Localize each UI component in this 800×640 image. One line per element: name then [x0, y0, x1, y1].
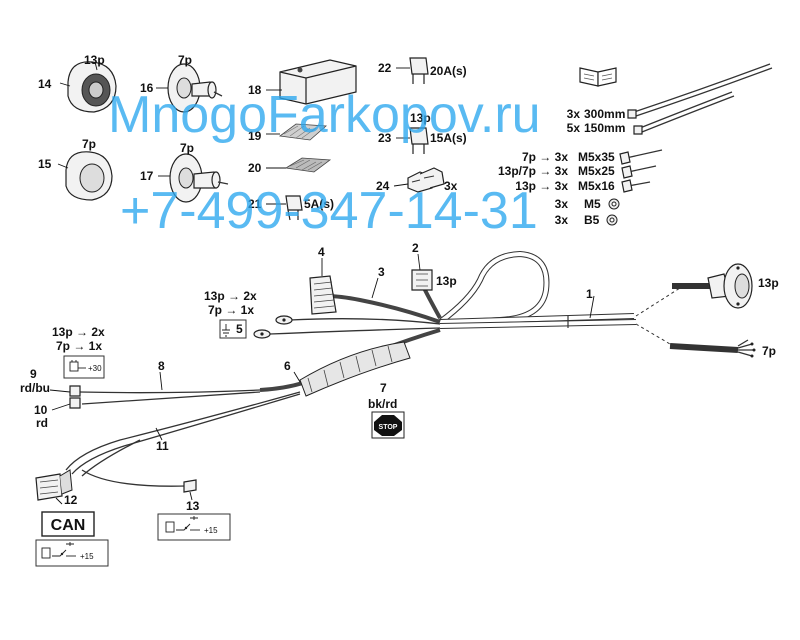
hardware-qty-0: 3x [567, 107, 581, 121]
can-bus-label: CAN [51, 517, 86, 534]
fuse-20a [396, 57, 429, 84]
ground-13p-count: 13p → 2x [204, 289, 257, 303]
fuse-holder-quantity: 3x [444, 179, 458, 193]
part-number-17: 17 [140, 169, 154, 183]
socket-13p [59, 61, 117, 113]
fuse-21-rating: 5A(s) [304, 197, 334, 211]
hardware-qty-5: 3x [555, 197, 569, 211]
fuse-holder-clips [393, 167, 445, 193]
watermark-phone: +7-499-347-14-31 [120, 182, 538, 240]
part-number-10: 10 [34, 403, 48, 417]
part-number-11: 11 [156, 439, 169, 453]
foam-pad [266, 157, 332, 173]
part-number-4: 4 [318, 245, 325, 259]
mounting-plate-7p-a [156, 63, 223, 113]
connector-2-pin-count: 13p [436, 274, 457, 288]
plus15-label-can: +15 [80, 552, 94, 561]
plus15-label-13: +15 [204, 526, 218, 535]
battery-plus30-box [63, 355, 105, 379]
adhesive-pad [266, 123, 327, 141]
hardware-qty-3: 13p/7p → 3x [498, 164, 568, 178]
part-number-12: 12 [64, 493, 78, 507]
socket-14-pin-count: 13p [84, 53, 105, 67]
hardware-qty-4: 13p → 3x [515, 179, 568, 193]
part-number-14: 14 [38, 77, 52, 91]
socket-7p [57, 151, 113, 201]
wire-7-color: bk/rd [368, 397, 397, 411]
cable-ties [627, 63, 773, 135]
part-number-18: 18 [248, 83, 262, 97]
hardware-size-0: 300mm [584, 107, 625, 121]
fuse-22-rating: 20A(s) [430, 64, 467, 78]
wire-9-color: rd/bu [20, 381, 50, 395]
ignition-plus15-box-13 [157, 513, 231, 541]
part-number-19: 19 [248, 129, 262, 143]
part-number-1: 1 [586, 287, 593, 301]
part-number-13: 13 [186, 499, 200, 513]
fuse-23-rating: 15A(s) [430, 131, 467, 145]
ignition-plus15-box-can [35, 539, 109, 567]
ground-callout-box [219, 319, 247, 339]
part-number-15: 15 [38, 157, 52, 171]
fuse-15a [396, 127, 429, 154]
hardware-size-4: M5x16 [578, 179, 615, 193]
can-label-box [41, 511, 95, 537]
socket-16-pin-count: 7p [178, 53, 192, 67]
hardware-size-6: B5 [584, 213, 600, 227]
hardware-qty-6: 3x [555, 213, 569, 227]
supply-13p-count: 13p → 2x [52, 325, 105, 339]
wire-10-color: rd [36, 416, 48, 430]
part-number-20: 20 [248, 161, 262, 175]
hardware-size-3: M5x25 [578, 164, 615, 178]
part-number-23: 23 [378, 131, 392, 145]
part-number-24: 24 [376, 179, 390, 193]
part-number-16: 16 [140, 81, 154, 95]
part-number-8: 8 [158, 359, 165, 373]
part-number-7: 7 [380, 381, 387, 395]
socket-17-pin-count: 7p [180, 141, 194, 155]
watermark-site: MnogoFarkopov.ru [108, 86, 541, 144]
stop-sign-icon [371, 411, 405, 439]
supply-7p-count: 7p → 1x [56, 339, 102, 353]
hardware-qty-2: 7p → 3x [522, 150, 568, 164]
ground-7p-count: 7p → 1x [208, 303, 254, 317]
part-number-5: 5 [236, 322, 243, 336]
part-number-22: 22 [378, 61, 392, 75]
plus30-label: +30 [88, 364, 102, 373]
socket-15-pin-count: 7p [82, 137, 96, 151]
bolts-and-washers [606, 149, 663, 226]
hardware-size-5: M5 [584, 197, 601, 211]
harness-end-13p: 13p [758, 276, 779, 290]
part-number-3: 3 [378, 265, 385, 279]
fuse-23-pin-count: 13p [410, 111, 431, 125]
stop-sign-label: STOP [379, 424, 398, 431]
manual-book-icon [579, 67, 617, 87]
control-module-box [266, 59, 357, 105]
part-number-2: 2 [412, 241, 419, 255]
part-number-6: 6 [284, 359, 291, 373]
hardware-list: 3x 300mm 5x 150mm 7p → 3x M5x35 13p/7p →… [498, 107, 625, 227]
main-harness [35, 250, 756, 505]
hardware-size-1: 150mm [584, 121, 625, 135]
part-number-21: 21 [248, 197, 262, 211]
fuse-5a [266, 195, 303, 221]
harness-end-7p: 7p [762, 344, 776, 358]
mounting-plate-7p-b [158, 153, 229, 203]
hardware-size-2: M5x35 [578, 150, 615, 164]
hardware-qty-1: 5x [567, 121, 581, 135]
part-number-9: 9 [30, 367, 37, 381]
